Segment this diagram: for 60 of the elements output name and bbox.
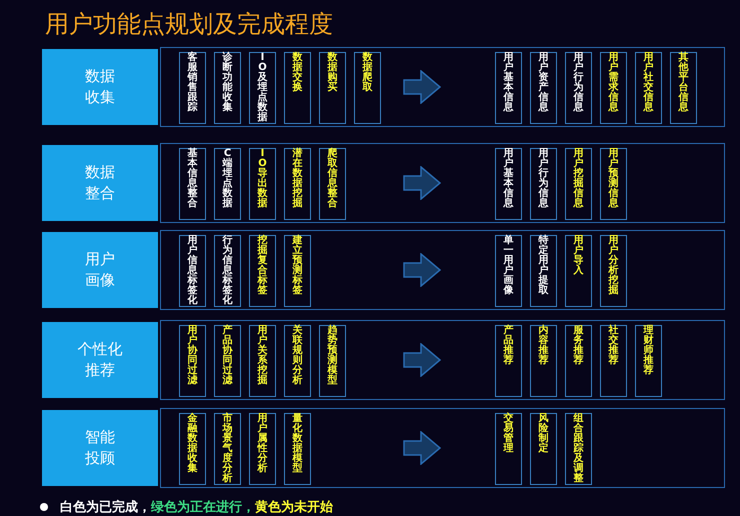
feature-box: 关联规则分析 [284,325,311,397]
feature-box: 用户挖掘信息 [565,148,592,220]
feature-box: 用户关系挖掘 [249,325,276,397]
legend-text: 绿色为正在进行， [151,499,255,516]
category-box: 个性化推荐 [42,322,158,398]
feature-box: 特定用户提取 [530,235,557,307]
feature-box: 服务推荐 [565,325,592,397]
feature-box: 客服销售跟踪 [179,52,206,124]
feature-box: 产品协同过滤 [214,325,241,397]
feature-box: 用户协同过滤 [179,325,206,397]
row-panel [160,143,725,223]
feature-box: 产品推荐 [495,325,522,397]
feature-box: 潜在数据挖掘 [284,148,311,220]
feature-box: 挖掘复合标签 [249,235,276,307]
feature-box: 用户需求信息 [600,52,627,124]
feature-box: IO导出数据 [249,148,276,220]
feature-box: 金融数据收集 [179,413,206,485]
feature-box: C端埋点数据 [214,148,241,220]
feature-box: 组合跟踪及调整 [565,413,592,485]
feature-box: IO及埋点数据 [249,52,276,124]
feature-box: 用户基本信息 [495,52,522,124]
feature-box: 用户分析挖掘 [600,235,627,307]
feature-box: 内容推荐 [530,325,557,397]
feature-box: 用户预测信息 [600,148,627,220]
feature-box: 数据爬取 [354,52,381,124]
feature-box: 数据交换 [284,52,311,124]
feature-box: 基本信息整合 [179,148,206,220]
feature-box: 诊断功能收集 [214,52,241,124]
feature-box: 用户社交信息 [635,52,662,124]
feature-box: 其他平台信息 [670,52,697,124]
row-panel [160,408,725,488]
category-box: 智能投顾 [42,410,158,486]
feature-box: 用户行为信息 [565,52,592,124]
feature-box: 理财师推荐 [635,325,662,397]
category-box: 数据整合 [42,145,158,221]
legend-text: 黄色为未开始 [255,499,333,516]
feature-box: 用户信息标签化 [179,235,206,307]
feature-box: 趋势预测模型 [319,325,346,397]
feature-box: 爬取信息整合 [319,148,346,220]
feature-box: 数据购买 [319,52,346,124]
category-box: 数据收集 [42,49,158,125]
category-box: 用户画像 [42,232,158,308]
feature-box: 量化数据模型 [284,413,311,485]
feature-box: 社交推荐 [600,325,627,397]
feature-box: 市场景气度分析 [214,413,241,485]
feature-box: 用户属性分析 [249,413,276,485]
feature-box: 用户行为信息 [530,148,557,220]
legend-text: 白色为已完成， [60,498,151,516]
row-panel [160,47,725,127]
feature-box: 建立预测标签 [284,235,311,307]
row-panel [160,320,725,400]
feature-box: 风险制定 [530,413,557,485]
feature-box: 交易管理 [495,413,522,485]
feature-box: 单一用户画像 [495,235,522,307]
feature-box: 用户资产信息 [530,52,557,124]
feature-box: 用户导入 [565,235,592,307]
row-panel [160,230,725,310]
feature-box: 行为信息标签化 [214,235,241,307]
feature-box: 用户基本信息 [495,148,522,220]
page-title: 用户功能点规划及完成程度 [45,9,333,40]
